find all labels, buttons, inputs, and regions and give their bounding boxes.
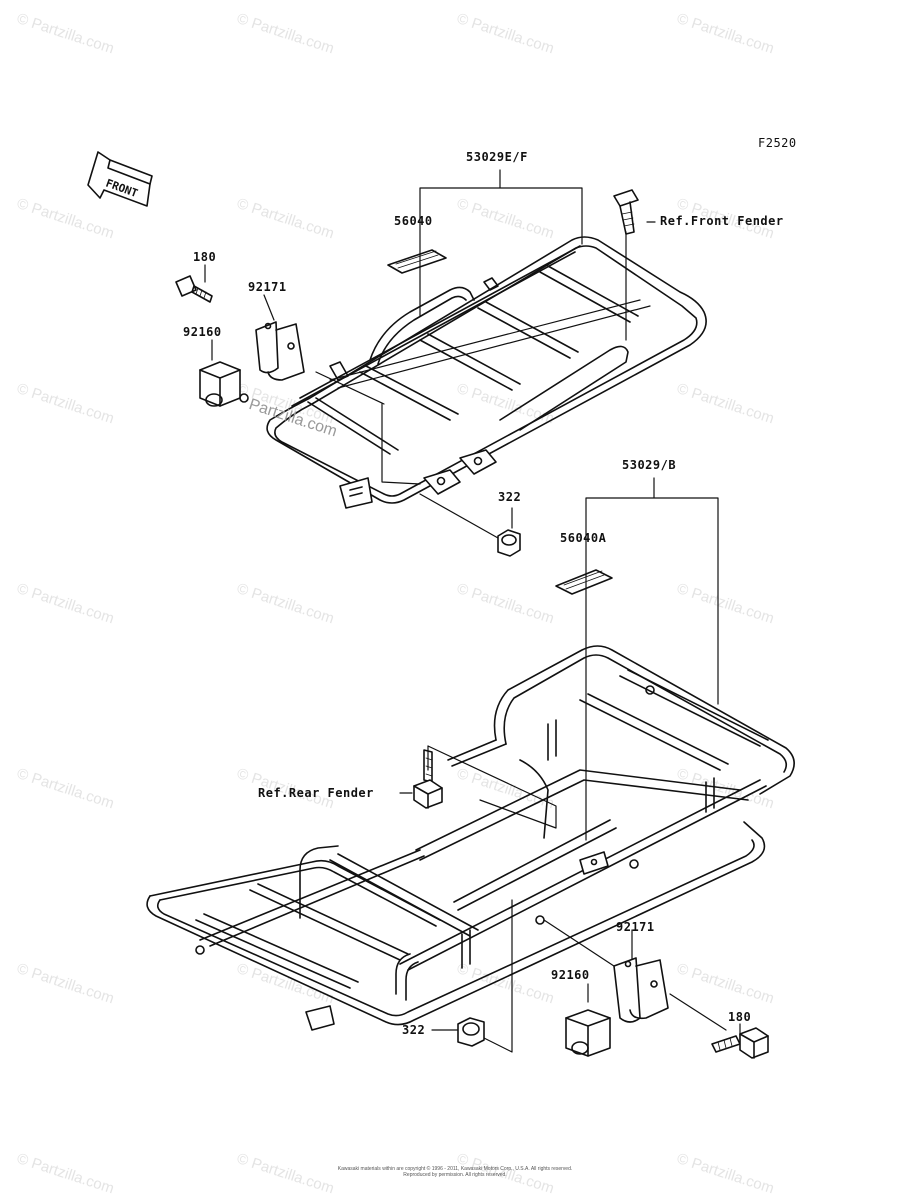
front-fender-bolt	[613, 189, 639, 235]
copyright-notice: Kawasaki materials within are copyright …	[337, 1166, 573, 1178]
rear-leader-lines	[399, 477, 741, 1053]
label-front-carrier: 53029E/F	[466, 150, 528, 164]
front-clamp-92160	[199, 361, 249, 407]
rear-bolt-180	[711, 1027, 769, 1059]
label-rear-nut: 322	[402, 1023, 426, 1037]
rear-clamp-92160	[565, 1009, 611, 1057]
figure-code: F2520	[758, 136, 797, 150]
label-front-clamp: 92160	[183, 325, 222, 339]
label-rear-bracket: 92171	[616, 920, 655, 934]
front-nut-322	[497, 529, 521, 557]
rear-fender-bolt	[413, 749, 443, 809]
label-front-bolt: 180	[193, 250, 217, 264]
front-bolt-180	[175, 275, 213, 303]
label-front-bracket: 92171	[248, 280, 287, 294]
label-rear-bolt: 180	[728, 1010, 752, 1024]
label-rear-bolt-ref: Ref.Rear Fender	[258, 786, 374, 800]
front-direction-arrow-icon: FRONT	[87, 151, 153, 207]
rear-carrier-rack	[146, 569, 795, 1031]
front-bracket-92171	[255, 321, 305, 381]
front-carrier-rack	[266, 236, 707, 509]
label-front-decal: 56040	[394, 214, 433, 228]
label-front-nut: 322	[498, 490, 522, 504]
label-front-bolt-ref: Ref.Front Fender	[660, 214, 784, 228]
label-rear-clamp: 92160	[551, 968, 590, 982]
front-leader-lines	[204, 169, 656, 539]
label-rear-carrier: 53029/B	[622, 458, 677, 472]
label-rear-decal: 56040A	[560, 531, 607, 545]
rear-bracket-92171	[613, 957, 669, 1023]
rear-nut-322	[457, 1017, 485, 1047]
